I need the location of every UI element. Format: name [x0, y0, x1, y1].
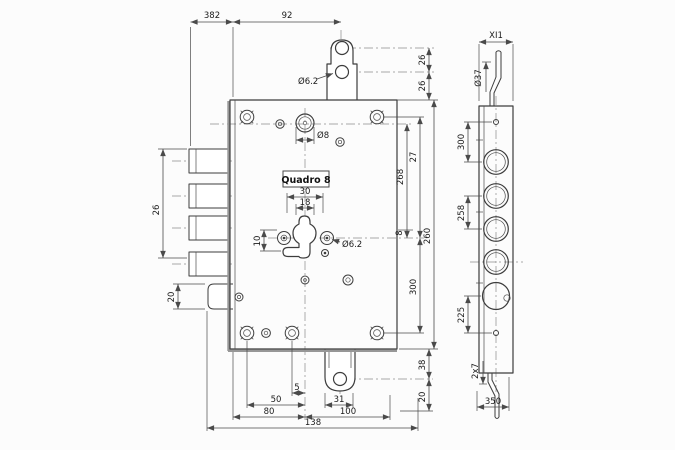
dim-5-label: 5 [294, 383, 299, 393]
dimensions-center: Ø8 30 18 10 Ø6.2 [253, 127, 362, 252]
dim-92-label: 92 [282, 11, 293, 21]
dia-37-label: Ø37 [473, 69, 484, 87]
deadbolt-2 [188, 183, 231, 209]
dimensions-side: 300 258 225 [457, 121, 492, 334]
product-label: Quadro 8 [281, 170, 331, 188]
small-holes [234, 119, 354, 302]
faceplate [476, 105, 514, 374]
top-mounting-tab [326, 39, 358, 100]
screw-bottom-right [369, 325, 385, 341]
dim-2x7-label: 2x7 [471, 363, 481, 379]
product-name-label: Quadro 8 [281, 175, 331, 186]
side-dim-258-label: 258 [457, 205, 467, 221]
dim-20-right-label: 20 [418, 392, 428, 403]
dim-100-label: 100 [340, 407, 356, 417]
dim-38-label: 38 [418, 360, 428, 371]
side-dim-300-label: 300 [457, 134, 467, 150]
dia-8-label: Ø8 [317, 130, 329, 141]
side-dim-225-label: 225 [457, 307, 467, 323]
cylinder-keyhole [277, 215, 334, 259]
top-rod [489, 50, 502, 106]
dim-26a-label: 26 [418, 55, 428, 66]
tab-hole-top [334, 40, 350, 56]
deadbolt-1 [188, 148, 231, 174]
tab-hole-bottom [334, 64, 350, 80]
dimensions-left: 26 20 [152, 148, 205, 310]
dim-27-label: 27 [409, 152, 419, 163]
dim-300-label: 300 [409, 279, 419, 295]
dim-50-label: 50 [271, 395, 282, 405]
dim-20-latch-label: 20 [167, 292, 177, 303]
dim-350-label: 350 [485, 397, 501, 407]
fixing-screws [239, 109, 385, 341]
dim-31-label: 31 [334, 395, 345, 405]
dimensions-top: 382 92 Ø6.2 [190, 11, 342, 146]
side-view: Ø37 XI1 [457, 31, 523, 419]
small-hole-bottom-left2 [261, 328, 271, 338]
dimensions-bottom: 5 50 31 80 100 138 [206, 311, 419, 431]
screw-bottom-left [239, 325, 255, 341]
dim-26-left-label: 26 [152, 205, 162, 216]
dim-18-label: 18 [300, 198, 311, 208]
dia-6-2-mid-label: Ø6.2 [342, 239, 362, 250]
screw-top-left [239, 109, 255, 125]
dim-138-label: 138 [305, 418, 321, 428]
screw-bottom-mid [284, 325, 300, 341]
deadbolt-4 [188, 251, 231, 277]
dim-xi1-label: XI1 [489, 31, 503, 41]
dim-26b-label: 26 [418, 81, 428, 92]
lock-body [227, 99, 398, 352]
dim-382-label: 382 [204, 11, 220, 21]
bottom-tab-hole [332, 371, 348, 387]
deadbolts [188, 148, 231, 277]
cylinder-boss [295, 113, 315, 133]
faceplate-holes [481, 119, 511, 336]
dim-rod-top: Ø37 [473, 61, 491, 92]
dim-8-label: 8 [395, 230, 405, 235]
dim-rod-bottom: 2x7 [471, 361, 487, 385]
bottom-mounting-tab [324, 349, 356, 392]
screw-top-right [369, 109, 385, 125]
dim-260-label: 260 [423, 228, 433, 244]
dim-faceplate-width: XI1 [478, 31, 514, 101]
dim-268-label: 268 [396, 169, 406, 185]
dim-80-label: 80 [264, 407, 275, 417]
deadbolt-3 [188, 215, 231, 241]
dim-side-bottom: 350 [476, 377, 510, 411]
latch-bolt [207, 283, 233, 310]
dim-10-label: 10 [253, 236, 263, 247]
dia-6-2-top-label: Ø6.2 [298, 76, 318, 87]
dim-30-label: 30 [300, 187, 311, 197]
bottom-rod [487, 373, 500, 419]
front-view: Quadro 8 382 92 Ø6.2 26 26 [152, 11, 438, 431]
dimensions-right: 26 26 268 8 27 300 260 38 20 [383, 47, 438, 412]
